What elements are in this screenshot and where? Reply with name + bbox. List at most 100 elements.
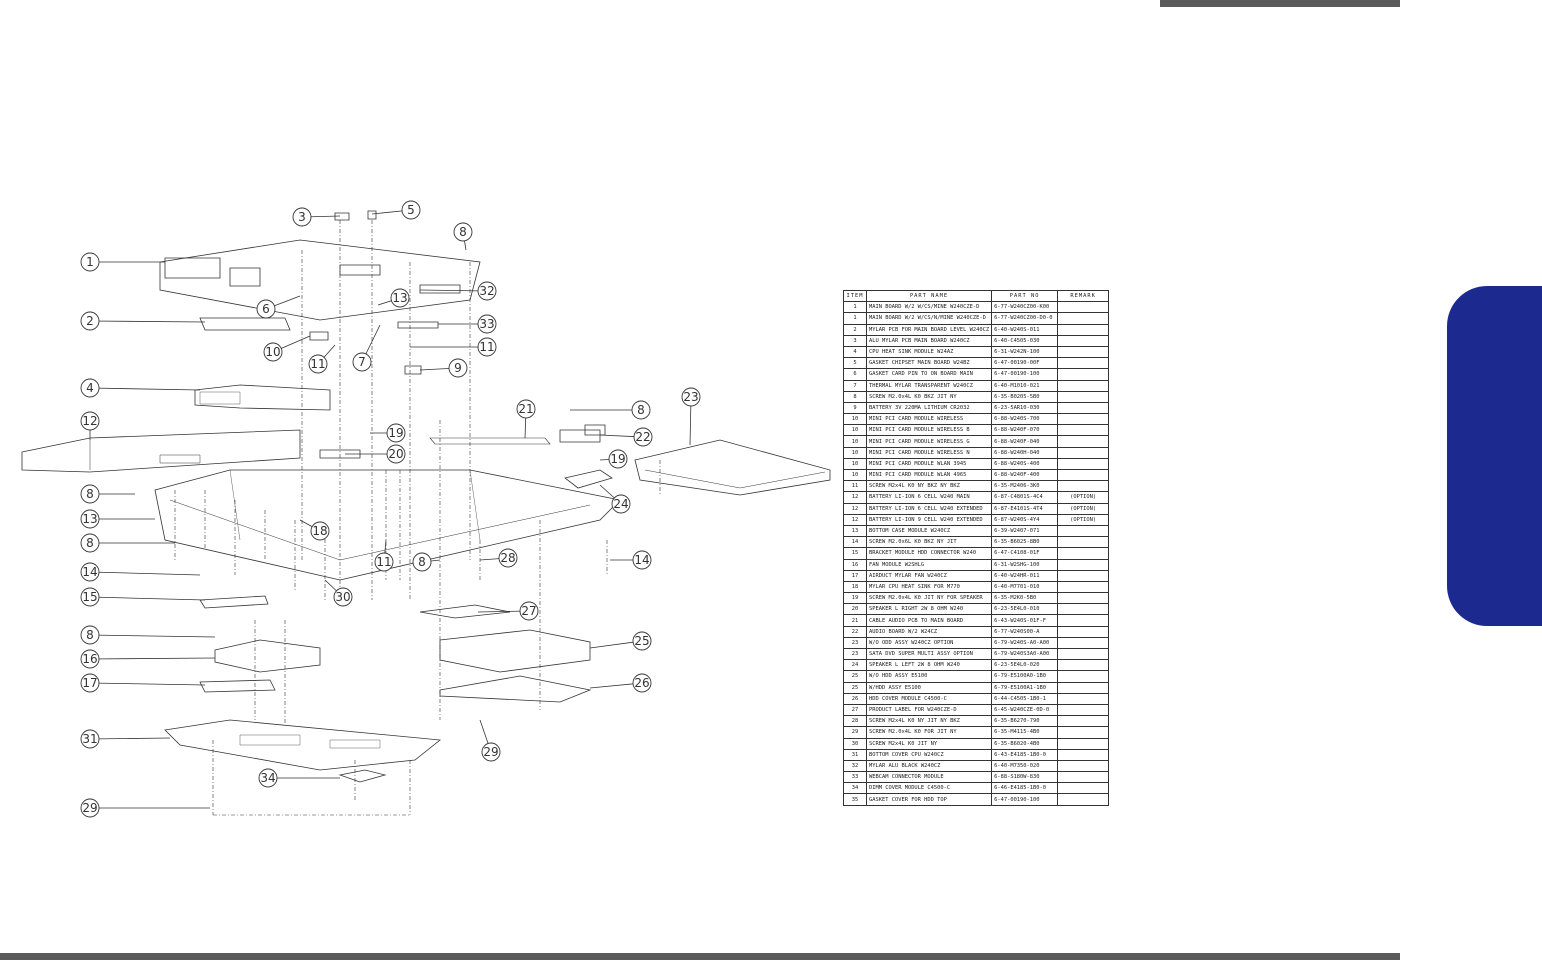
cell-part-name: BATTERY 3V 220MA LITHIUM CR2032 bbox=[865, 401, 993, 415]
cell-part-no: 6-35-B0205-5B0 bbox=[991, 390, 1059, 403]
cell-item: 10 bbox=[843, 446, 867, 459]
callout-leader-c17 bbox=[89, 682, 206, 686]
cell-remark bbox=[1057, 401, 1110, 415]
cell-item: 33 bbox=[843, 771, 867, 784]
callout-circle-c7 bbox=[352, 352, 372, 372]
cell-remark bbox=[1057, 536, 1110, 549]
cell-part-no: 6-79-W240S3A0-A00 bbox=[991, 647, 1059, 661]
cell-part-name: AIRDUCT MYLAR FAN W240CZ bbox=[865, 569, 993, 582]
cell-part-no: 6-88-W240H-040 bbox=[991, 446, 1059, 459]
cell-remark: (OPTION) bbox=[1057, 502, 1110, 515]
cell-item: 19 bbox=[843, 592, 867, 605]
footer-bar bbox=[0, 953, 1400, 960]
cell-part-no: 6-35-M2K0-5B0 bbox=[991, 592, 1059, 605]
cell-part-no: 6-35-M4115-4B0 bbox=[991, 726, 1059, 739]
cell-remark bbox=[1057, 334, 1110, 347]
callout-circle-c11b bbox=[477, 337, 497, 357]
callout-leader-c16 bbox=[89, 657, 216, 660]
cell-part-name: ALU MYLAR PCB MAIN BOARD W240CZ bbox=[865, 334, 993, 347]
odd-drive bbox=[634, 439, 831, 496]
cell-part-name: MINI PCI CARD MODULE WIRELESS N bbox=[865, 446, 993, 459]
chapter-tab[interactable] bbox=[1447, 286, 1542, 626]
cell-remark bbox=[1057, 390, 1110, 403]
cell-part-name: W/O HDD ASSY E5100 bbox=[865, 670, 993, 683]
callout-circle-c30 bbox=[333, 587, 353, 607]
cell-item: 4 bbox=[843, 345, 867, 359]
cell-part-name: SATA DVD SUPER MULTI ASSY OPTION bbox=[865, 647, 993, 661]
cell-item: 7 bbox=[843, 379, 867, 392]
cell-remark bbox=[1057, 726, 1110, 739]
callout-label: 20 bbox=[388, 447, 403, 461]
callout-label: 16 bbox=[82, 652, 97, 666]
cell-remark bbox=[1057, 703, 1110, 717]
cell-remark bbox=[1057, 681, 1110, 694]
cell-part-name: BOTTOM CASE MODULE W240CZ bbox=[865, 524, 993, 538]
callout-label: 11 bbox=[479, 340, 494, 354]
cell-part-no: 6-88-S180W-830 bbox=[991, 771, 1059, 784]
cell-remark bbox=[1057, 636, 1110, 650]
cell-remark bbox=[1057, 793, 1110, 806]
cell-remark bbox=[1057, 603, 1110, 616]
cell-item: 15 bbox=[843, 547, 867, 560]
heat-sink bbox=[194, 384, 331, 411]
callout-circle-c8b bbox=[631, 400, 651, 420]
cell-item: 6 bbox=[843, 368, 867, 381]
callout-circle-c29a bbox=[481, 742, 501, 762]
cell-part-no: 6-23-5AR10-030 bbox=[991, 401, 1059, 415]
callout-circle-c23 bbox=[681, 387, 701, 407]
cell-part-no: 6-88-W240F-400 bbox=[991, 468, 1059, 482]
cell-remark bbox=[1057, 659, 1110, 672]
callout-circle-c28 bbox=[498, 548, 518, 568]
cell-part-no: 6-87-E4101S-4T4 bbox=[991, 502, 1059, 515]
callout-label: 11 bbox=[376, 555, 391, 569]
callout-label: 8 bbox=[459, 225, 467, 239]
cell-item: 18 bbox=[843, 580, 867, 594]
cell-part-no: 6-47-C4108-01F bbox=[991, 547, 1059, 560]
cell-part-name: BATTERY LI-ION 6 CELL W240 EXTENDED bbox=[865, 502, 993, 515]
callout-label: 15 bbox=[82, 590, 97, 604]
cell-part-name: THERMAL MYLAR TRANSPARENT W240CZ bbox=[865, 379, 993, 392]
cell-remark bbox=[1057, 558, 1110, 571]
cell-part-name: MYLAR CPU HEAT SINK FOR M770 bbox=[865, 580, 993, 594]
cell-part-no: 6-47-00190-00F bbox=[991, 357, 1059, 370]
callout-label: 4 bbox=[86, 381, 94, 395]
callout-label: 5 bbox=[407, 203, 415, 217]
cell-remark bbox=[1057, 345, 1110, 359]
cell-remark bbox=[1057, 782, 1110, 795]
cell-remark bbox=[1057, 592, 1110, 605]
callout-circle-c2 bbox=[80, 311, 100, 331]
callout-label: 8 bbox=[86, 487, 94, 501]
cell-item: 1 bbox=[843, 301, 867, 314]
cell-part-no: 6-23-5E4L0-020 bbox=[991, 659, 1059, 672]
cell-part-no: 6-77-W240CZ00-K00 bbox=[991, 301, 1059, 314]
callout-circle-c12 bbox=[80, 411, 100, 431]
callout-label: 22 bbox=[635, 430, 650, 444]
cell-part-no: 6-47-00190-100 bbox=[991, 793, 1059, 806]
cell-item: 23 bbox=[843, 647, 867, 661]
cell-part-name: SCREW M2x4L K0 NY JIT NY BKZ bbox=[865, 715, 993, 728]
cell-part-name: SCREW M2.0x4L K0 BKZ JIT NY bbox=[865, 390, 993, 403]
callout-circle-c22 bbox=[633, 427, 653, 447]
cell-part-name: GASKET CARD PIN TO ON BOARD MAIN bbox=[865, 368, 993, 381]
cell-part-no: 6-43-W240S-01F-F bbox=[991, 614, 1059, 627]
cell-remark bbox=[1057, 312, 1110, 325]
callout-circle-c13a bbox=[390, 288, 410, 308]
callout-circle-c26 bbox=[632, 673, 652, 693]
cell-item: 10 bbox=[843, 424, 867, 437]
cell-remark bbox=[1057, 468, 1110, 482]
cell-item: 34 bbox=[843, 782, 867, 795]
cell-part-no: 6-31-W2SHG-100 bbox=[991, 558, 1059, 571]
callout-circle-c34 bbox=[258, 768, 278, 788]
callout-label: 9 bbox=[454, 361, 462, 375]
cell-part-no: 6-35-M2406-3K0 bbox=[991, 480, 1059, 493]
callout-label: 17 bbox=[82, 676, 97, 690]
cell-item: 22 bbox=[843, 625, 867, 638]
